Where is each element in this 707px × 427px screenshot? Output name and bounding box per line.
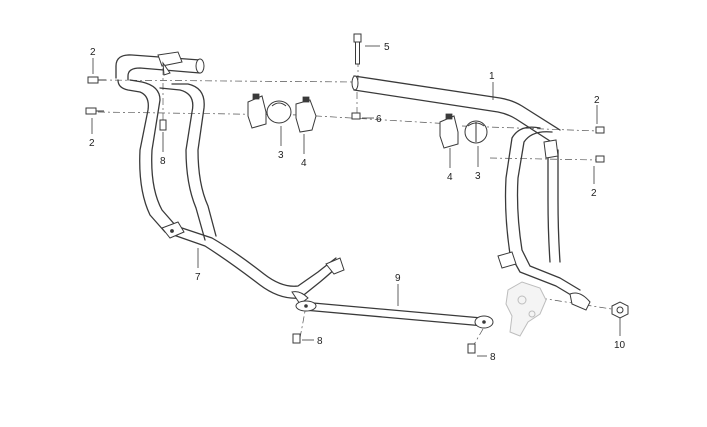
left-clamp-assembly [247, 93, 317, 133]
nut-part-6 [351, 112, 361, 120]
lower-cross-tie-bar [295, 300, 494, 329]
callout-4-left: 4 [301, 158, 307, 169]
callout-8-bottom-right: 8 [490, 352, 496, 363]
engine-bracket-ghost [505, 281, 547, 337]
left-crash-bar [117, 79, 345, 305]
right-clamp-assembly [439, 113, 488, 149]
bolts-part-2 [85, 76, 605, 163]
callout-2-right-upper: 2 [594, 95, 600, 106]
callout-2-right-lower: 2 [591, 188, 597, 199]
callout-2-left-lower: 2 [89, 138, 95, 149]
callout-2-left-upper: 2 [90, 47, 96, 58]
callout-5: 5 [384, 42, 390, 53]
callout-9: 9 [395, 273, 401, 284]
callout-4-right: 4 [447, 172, 453, 183]
right-crash-bar [497, 126, 591, 311]
callout-6: 6 [376, 114, 382, 125]
callout-7: 7 [195, 272, 201, 283]
callout-3-right: 3 [475, 171, 481, 182]
callout-10: 10 [614, 340, 626, 351]
callout-8-bottom-left: 8 [317, 336, 323, 347]
callout-labels: 1 2 2 2 2 3 3 4 4 5 6 7 8 8 8 9 10 [89, 42, 626, 363]
upper-crossbar [115, 51, 561, 142]
callout-leaders [91, 45, 621, 357]
callout-3-left: 3 [278, 150, 284, 161]
callout-1: 1 [489, 71, 495, 82]
bolts-part-8 [159, 119, 476, 354]
bolt-part-5 [353, 33, 362, 65]
callout-8-left: 8 [160, 156, 166, 167]
bolt-part-10 [611, 301, 629, 319]
